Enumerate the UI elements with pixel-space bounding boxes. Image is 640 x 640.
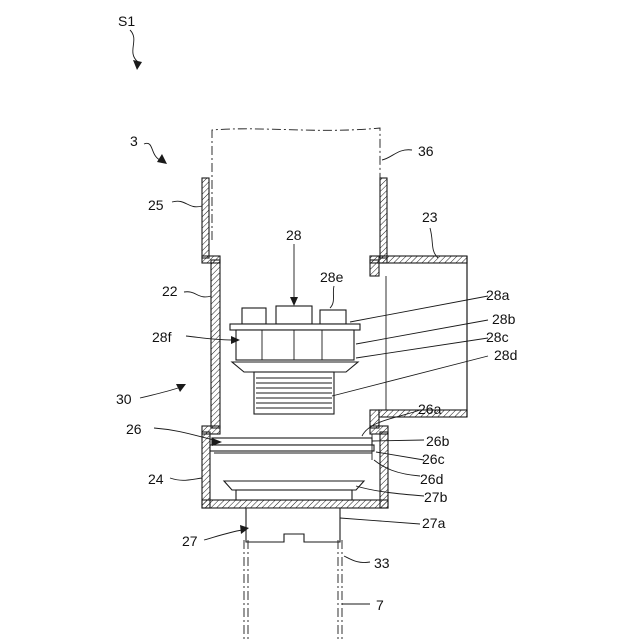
strainer-26 xyxy=(210,434,374,460)
label-s1: S1 xyxy=(118,13,135,29)
label-27b: 27b xyxy=(424,489,448,505)
label-33: 33 xyxy=(374,555,390,571)
pipe-33 xyxy=(244,540,342,640)
label-7: 7 xyxy=(376,597,384,613)
label-3: 3 xyxy=(130,133,138,149)
label-26b: 26b xyxy=(426,433,450,449)
label-26d: 26d xyxy=(420,471,443,487)
label-22: 22 xyxy=(162,283,178,299)
label-28c: 28c xyxy=(486,329,509,345)
label-25: 25 xyxy=(148,197,164,213)
label-24: 24 xyxy=(148,471,164,487)
drain-plug-27 xyxy=(224,481,364,542)
label-23: 23 xyxy=(422,209,438,225)
label-26: 26 xyxy=(126,421,142,437)
label-28f: 28f xyxy=(152,329,172,345)
label-30: 30 xyxy=(116,391,132,407)
label-28b: 28b xyxy=(492,311,516,327)
label-27a: 27a xyxy=(422,515,446,531)
label-28: 28 xyxy=(286,227,302,243)
label-28d: 28d xyxy=(494,347,517,363)
label-27: 27 xyxy=(182,533,198,549)
label-26a: 26a xyxy=(418,401,442,417)
label-28e: 28e xyxy=(320,269,344,285)
label-28a: 28a xyxy=(486,287,510,303)
float-assembly-28 xyxy=(230,306,360,414)
label-36: 36 xyxy=(418,143,434,159)
label-26c: 26c xyxy=(422,451,445,467)
pipe-36 xyxy=(212,128,380,240)
